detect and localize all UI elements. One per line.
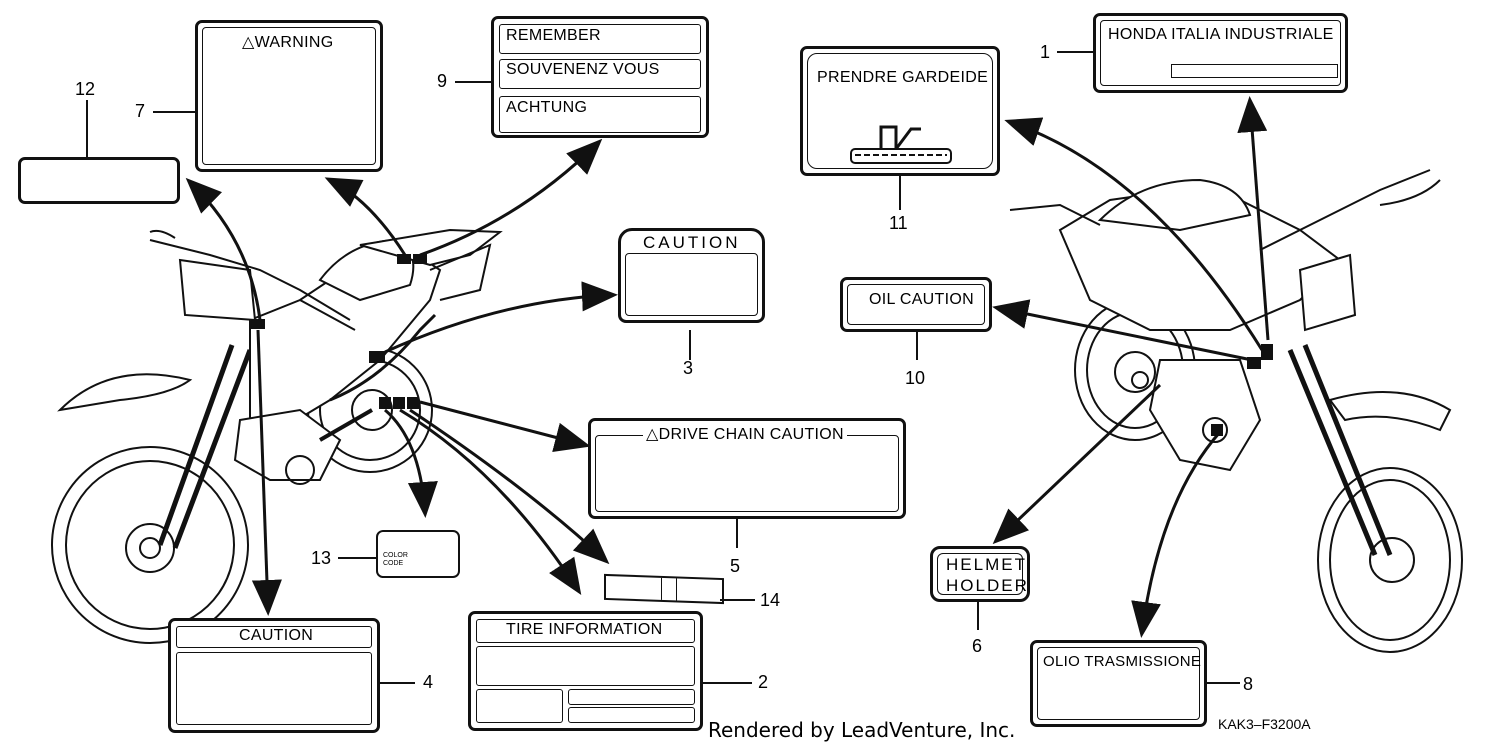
callout-6: 6: [972, 636, 983, 656]
tire-information-text: TIRE INFORMATION: [506, 621, 663, 638]
diagram-code: KAK3–F3200A: [1218, 716, 1311, 732]
pointer-arrows: [185, 96, 1270, 638]
color-code-label: COLOR CODE: [376, 530, 460, 578]
fuel-symbol-icon: [850, 125, 952, 164]
callout-1: 1: [1040, 42, 1051, 62]
olio-trasmissione-label: OLIO TRASMISSIONE: [1030, 640, 1207, 727]
callout-14: 14: [760, 590, 781, 610]
prendre-gardeide-text: PRENDRE GARDEIDE: [817, 69, 989, 86]
drive-chain-caution-text: △DRIVE CHAIN CAUTION: [643, 424, 847, 444]
rendered-by-credit: Rendered by LeadVenture, Inc.: [708, 718, 1016, 742]
honda-label-bar: [1171, 64, 1338, 78]
callout-3: 3: [683, 358, 694, 378]
callout-10: 10: [905, 368, 926, 388]
callout-12: 12: [75, 79, 96, 99]
callout-7: 7: [135, 101, 146, 121]
achtung-text: ACHTUNG: [506, 99, 588, 116]
warning-label: △WARNING: [195, 20, 383, 172]
oil-caution-label: OIL CAUTION: [840, 277, 992, 332]
callout-13: 13: [311, 548, 332, 568]
color-code-text-1: COLOR: [383, 552, 408, 559]
holder-text: HOLDER: [946, 576, 1029, 595]
callout-5: 5: [730, 556, 741, 576]
caution-top-text: CAUTION: [643, 233, 741, 252]
helmet-holder-label: HELMET HOLDER: [930, 546, 1030, 602]
right-motorcycle-drawing: [1009, 169, 1463, 653]
helmet-text: HELMET: [946, 555, 1027, 574]
prendre-gardeide-label: PRENDRE GARDEIDE: [800, 46, 1000, 176]
drive-chain-caution-label: △DRIVE CHAIN CAUTION: [588, 418, 906, 519]
remember-text: REMEMBER: [506, 27, 601, 44]
olio-trasmissione-text: OLIO TRASMISSIONE: [1043, 653, 1202, 670]
callout-9: 9: [437, 71, 448, 91]
honda-italia-label: HONDA ITALIA INDUSTRIALE: [1093, 13, 1348, 93]
caution-label-top: CAUTION: [618, 228, 765, 323]
tire-information-label: TIRE INFORMATION: [468, 611, 703, 731]
color-code-text-2: CODE: [383, 560, 404, 567]
callout-2: 2: [758, 672, 769, 692]
callout-4: 4: [423, 672, 434, 692]
callout-11: 11: [889, 213, 908, 233]
caution-bottom-text: CAUTION: [239, 627, 314, 644]
warning-label-text: △WARNING: [242, 34, 334, 51]
caution-label-bottom: CAUTION: [168, 618, 380, 733]
callout-8: 8: [1243, 674, 1254, 694]
leader-lines: [86, 51, 1240, 684]
souvenenz-vous-text: SOUVENENZ VOUS: [506, 61, 660, 78]
blank-label-12: [18, 157, 180, 204]
small-label-14: [604, 573, 724, 605]
oil-caution-text: OIL CAUTION: [869, 291, 974, 308]
remember-label: REMEMBER SOUVENENZ VOUS ACHTUNG: [491, 16, 709, 138]
honda-italia-text: HONDA ITALIA INDUSTRIALE: [1108, 26, 1334, 43]
